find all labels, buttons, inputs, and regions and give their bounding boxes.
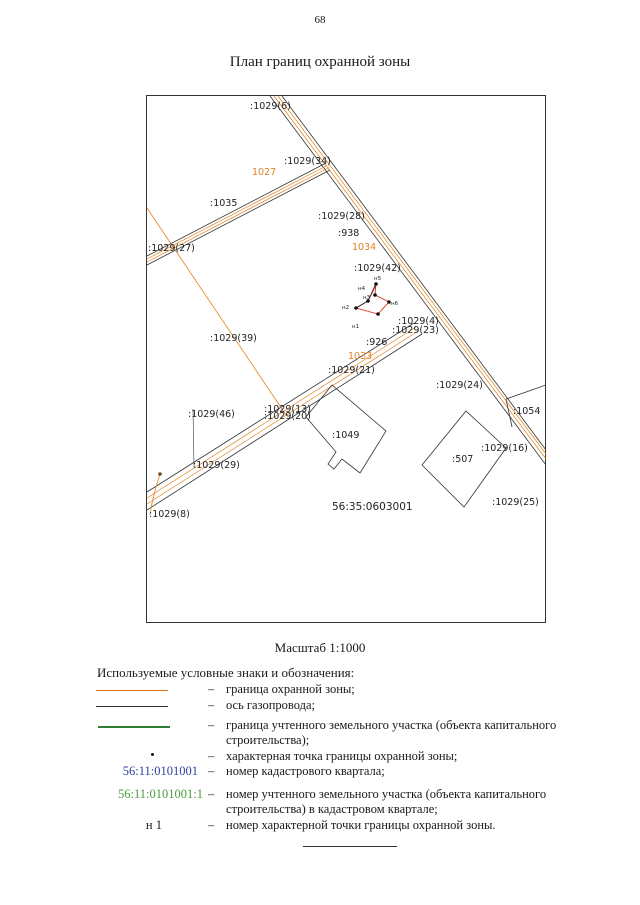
parcel-number-symbol: 56:11:0101001:1: [118, 787, 203, 801]
map-border: [146, 95, 546, 623]
cadastral-map: н1 н2 н3 н4 н5 н6 :1029(6) :1029(34) :10…: [146, 95, 546, 623]
spur-point: [158, 472, 162, 476]
point-number-symbol: н 1: [145, 818, 162, 832]
parcel-label: :507: [452, 454, 473, 465]
parcel-label: :1035: [210, 198, 237, 209]
legend-title: Используемые условные знаки и обозначени…: [97, 665, 355, 680]
quarter-label: 56:35:0603001: [332, 501, 413, 513]
parcel-label: :1049: [332, 430, 359, 441]
zone-label: 1033: [348, 351, 372, 362]
parcel-label: :1029(42): [354, 263, 401, 274]
parcel-label: :1029(13): [264, 404, 311, 415]
point-label-n1: н1: [352, 324, 359, 330]
diagonal-road: [269, 95, 546, 466]
legend-desc: ось газопровода;: [226, 698, 316, 712]
parcel-label: :1029(46): [188, 409, 235, 420]
page-number: 68: [314, 14, 326, 26]
parcel-label: :1029(4): [398, 316, 439, 327]
point-label-n2: н2: [342, 305, 349, 311]
zone-boundary-symbol: [96, 690, 168, 691]
point-symbol: [151, 753, 154, 756]
upper-road: [146, 162, 331, 266]
parcel-label: :1029(34): [284, 156, 331, 167]
legend-desc: характерная точка границы охранной зоны;: [226, 749, 458, 763]
parcel-label: :1029(23): [392, 325, 439, 336]
point-label-n5: н5: [374, 276, 382, 282]
legend-dash: –: [208, 764, 215, 778]
parcel-label: :1029(8): [149, 509, 190, 520]
parcel-label: :926: [366, 337, 387, 348]
scale-label: Масштаб 1:1000: [274, 640, 366, 655]
plan-title: План границ охранной зоны: [229, 54, 411, 70]
parcel-label: :938: [338, 228, 359, 239]
gas-line: [146, 207, 287, 416]
legend-desc: номер учтенного земельного участка (объе…: [226, 787, 547, 816]
legend-desc: граница охранной зоны;: [226, 682, 355, 696]
legend-dash: –: [208, 718, 215, 732]
protection-zone: [354, 282, 391, 316]
parcel-label: :1029(6): [250, 101, 291, 112]
legend-dash: –: [208, 787, 215, 801]
legend-dash: –: [208, 818, 215, 832]
zone-label: 1027: [252, 167, 276, 178]
building-1049: [305, 384, 387, 474]
legend-desc: номер характерной точки границы охранной…: [226, 818, 496, 832]
parcel-label: :1029(39): [210, 333, 257, 344]
parcel-label: :1029(27): [148, 243, 195, 254]
parcel-label: :1054: [513, 406, 540, 417]
building-507: [421, 410, 507, 508]
zone-label: 1034: [352, 242, 376, 253]
point-label-n6: н6: [391, 301, 399, 307]
legend-desc: граница учтенного земельного участка (об…: [226, 718, 557, 747]
parcel-label: :1029(21): [328, 365, 375, 376]
quarter-number-symbol: 56:11:0101001: [122, 764, 198, 778]
legend-dash: –: [208, 749, 215, 763]
parcel-label: :1029(28): [318, 211, 365, 222]
parcel-label: :1029(16): [481, 443, 528, 454]
point-label-n3: н3: [363, 295, 371, 301]
legend-desc: номер кадастрового квартала;: [226, 764, 385, 778]
point-label-n4: н4: [358, 286, 366, 292]
parcel-label: :1029(24): [436, 380, 483, 391]
legend-dash: –: [208, 698, 215, 712]
parcel-boundary-symbol: [98, 726, 170, 728]
end-divider: [303, 846, 397, 847]
legend-dash: –: [208, 682, 215, 696]
gas-axis-symbol: [96, 706, 168, 707]
gas-spur: [149, 473, 161, 516]
parcel-label: :1029(25): [492, 497, 539, 508]
parcel-label: :1029(29): [193, 460, 240, 471]
map-frame: н1 н2 н3 н4 н5 н6 :1029(6) :1029(34) :10…: [146, 95, 546, 623]
parcel-label: :1029(20): [264, 411, 311, 422]
